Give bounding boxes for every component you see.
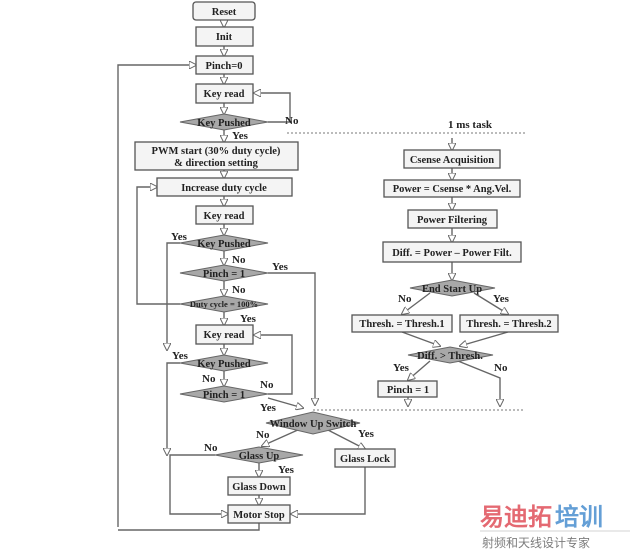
yes-label: Yes xyxy=(260,402,277,414)
yes-label: Yes xyxy=(232,130,249,142)
node-key-read-1: Key read xyxy=(195,83,254,104)
node-init: Init xyxy=(195,26,254,47)
node-glass-lock: Glass Lock xyxy=(334,448,396,468)
yes-label: Yes xyxy=(171,231,188,243)
no-label: No xyxy=(232,254,246,266)
decision-key-pushed-2: Key Pushed xyxy=(179,234,269,252)
thresh2-label: Thresh. = Thresh.2 xyxy=(466,319,551,330)
node-key-read-3: Key read xyxy=(195,324,254,345)
yes-label: Yes xyxy=(278,464,295,476)
yes-label: Yes xyxy=(393,362,410,374)
decision-key-pushed-1: Key Pushed xyxy=(179,113,269,131)
filtering-label: Power Filtering xyxy=(417,215,488,226)
no-label: No xyxy=(232,284,246,296)
key-pushed-1-label: Key Pushed xyxy=(197,118,251,129)
yes-label: Yes xyxy=(358,428,375,440)
watermark-red-text: 易迪拓 xyxy=(480,503,552,531)
no-label: No xyxy=(285,115,299,127)
increase-duty-label: Increase duty cycle xyxy=(181,183,267,194)
duty-cycle-label: Duty cycle = 100% xyxy=(190,299,258,309)
pinch0-label: Pinch=0 xyxy=(206,61,243,72)
decision-glass-up: Glass Up xyxy=(214,446,304,464)
node-thresh1: Thresh. = Thresh.1 xyxy=(351,314,453,333)
window-up-label: Window Up Switch xyxy=(270,419,357,430)
no-label: No xyxy=(260,379,274,391)
yes-label: Yes xyxy=(493,293,510,305)
decision-end-start-up: End Start Up xyxy=(409,279,496,297)
pwm-line1: PWM start (30% duty cycle) xyxy=(152,146,281,157)
node-task-pinch1: Pinch = 1 xyxy=(377,380,438,398)
node-pwm-start: PWM start (30% duty cycle)& direction se… xyxy=(134,141,299,171)
node-power-filtering: Power Filtering xyxy=(407,209,498,229)
decision-pinch1-a: Pinch = 1 xyxy=(179,264,269,282)
key-read-1-label: Key read xyxy=(204,89,245,100)
pinch1-b-label: Pinch = 1 xyxy=(203,390,245,401)
pinch1-a-label: Pinch = 1 xyxy=(203,269,245,280)
watermark-logo: 易迪拓 培训 射频和天线设计专家 xyxy=(480,503,630,550)
reset-label: Reset xyxy=(212,7,237,18)
pwm-line2: & direction setting xyxy=(174,158,259,169)
init-label: Init xyxy=(216,32,233,43)
node-motor-stop: Motor Stop xyxy=(227,504,291,524)
task-title: 1 ms task xyxy=(448,119,493,131)
glass-lock-label: Glass Lock xyxy=(340,454,390,465)
node-diff: Diff. = Power – Power Filt. xyxy=(382,241,522,263)
decision-duty-cycle: Duty cycle = 100% xyxy=(179,295,269,313)
watermark-blue-text: 培训 xyxy=(555,503,603,531)
motor-stop-label: Motor Stop xyxy=(233,510,285,521)
task-pinch1-label: Pinch = 1 xyxy=(387,385,429,396)
node-csense: Csense Acquisition xyxy=(403,149,501,169)
no-label: No xyxy=(494,362,508,374)
no-label: No xyxy=(204,442,218,454)
node-thresh2: Thresh. = Thresh.2 xyxy=(459,314,559,333)
diff-label: Diff. = Power – Power Filt. xyxy=(392,248,512,259)
key-read-2-label: Key read xyxy=(204,211,245,222)
node-glass-down: Glass Down xyxy=(227,476,291,496)
glass-down-label: Glass Down xyxy=(232,482,286,493)
node-reset: Reset xyxy=(192,1,256,21)
key-pushed-2-label: Key Pushed xyxy=(197,239,251,250)
glass-up-label: Glass Up xyxy=(239,451,280,462)
node-key-read-2: Key read xyxy=(195,205,254,225)
key-pushed-3-label: Key Pushed xyxy=(197,359,251,370)
power-label: Power = Csense * Ang.Vel. xyxy=(393,184,512,195)
thresh1-label: Thresh. = Thresh.1 xyxy=(359,319,444,330)
key-read-3-label: Key read xyxy=(204,330,245,341)
no-label: No xyxy=(256,429,270,441)
decision-pinch1-b: Pinch = 1 xyxy=(179,385,269,403)
decision-diff-thresh: Diff. > Thresh. xyxy=(407,346,494,364)
no-label: No xyxy=(202,373,216,385)
decision-window-up: Window Up Switch xyxy=(265,411,361,435)
branch-labels: No Yes Yes No Yes No Yes Yes No No Yes N… xyxy=(171,115,510,476)
decision-key-pushed-3: Key Pushed xyxy=(179,354,269,372)
node-increase-duty: Increase duty cycle xyxy=(156,177,293,197)
watermark-subtitle: 射频和天线设计专家 xyxy=(482,535,590,550)
node-power: Power = Csense * Ang.Vel. xyxy=(383,179,521,198)
yes-label: Yes xyxy=(172,350,189,362)
end-start-label: End Start Up xyxy=(422,284,482,295)
diff-thresh-label: Diff. > Thresh. xyxy=(417,351,483,362)
yes-label: Yes xyxy=(240,313,257,325)
connectors xyxy=(117,20,508,531)
csense-label: Csense Acquisition xyxy=(410,155,494,166)
no-label: No xyxy=(398,293,412,305)
yes-label: Yes xyxy=(272,261,289,273)
node-pinch0: Pinch=0 xyxy=(195,55,254,75)
